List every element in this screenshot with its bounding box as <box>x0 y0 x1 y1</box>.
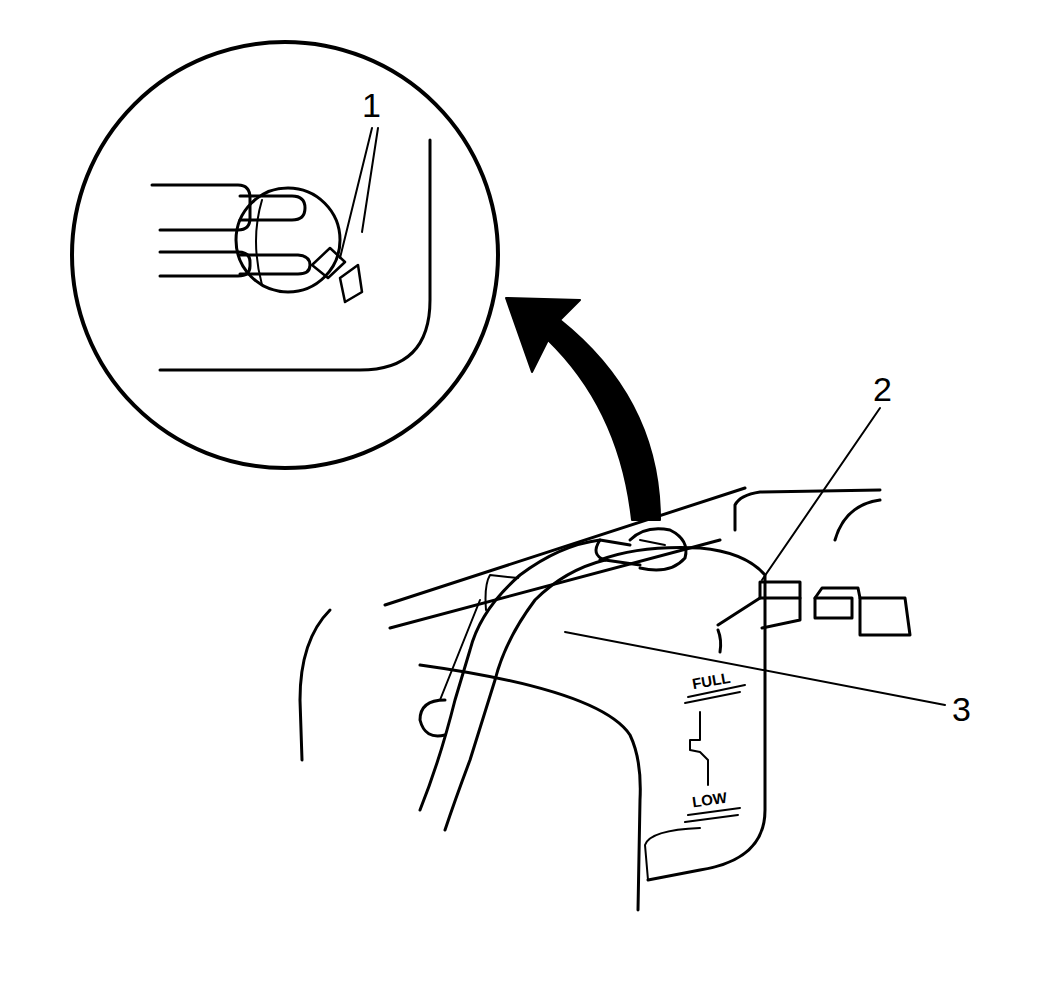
level-mark: LOW <box>691 790 728 810</box>
level-mark: FULL <box>691 670 731 691</box>
callout-number: 3 <box>952 692 971 726</box>
callout-number: 1 <box>362 88 381 122</box>
callout-number: 2 <box>873 372 892 406</box>
